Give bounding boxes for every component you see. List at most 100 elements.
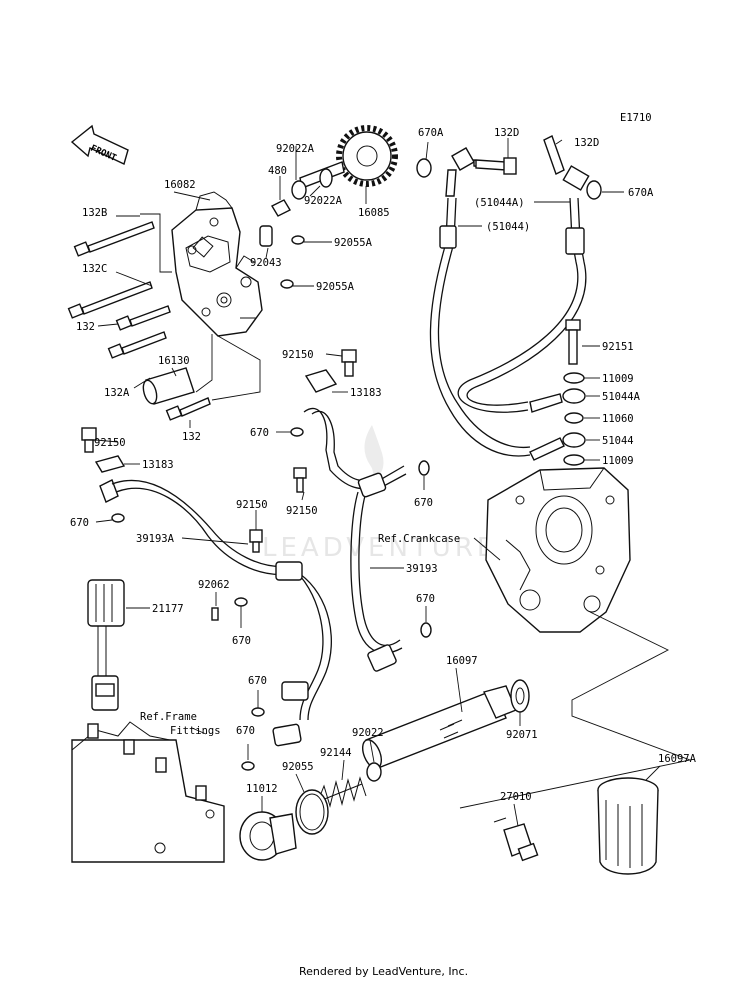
label-39193a: 39193A	[136, 533, 175, 545]
label-13183-top: 13183	[350, 387, 382, 399]
label-132-lower: 132	[182, 431, 201, 443]
oil-pressure-switch-27010	[493, 817, 539, 862]
bolt-132a	[107, 331, 167, 359]
label-92150-mid: 92150	[286, 505, 318, 517]
pipe-end-39193a	[272, 723, 302, 747]
banjo-51044	[529, 432, 586, 461]
footer-credit: Rendered by LeadVenture, Inc.	[299, 965, 468, 978]
plug-11012	[239, 811, 297, 861]
washer-92022	[366, 762, 382, 782]
label-132d-b: 132D	[574, 137, 599, 149]
label-132b: 132B	[82, 207, 107, 219]
label-39193: 39193	[406, 563, 438, 575]
label-670-g: 670	[236, 725, 255, 737]
oil-hose-51044a	[457, 197, 579, 413]
label-16097: 16097	[446, 655, 478, 667]
banjo-51044a	[529, 388, 586, 413]
bolt-92150-top	[341, 349, 357, 377]
clamp-13183-left	[94, 455, 126, 473]
ref-frame-2: Fittings	[170, 725, 221, 737]
washer-11009-2	[563, 454, 585, 466]
o-ring-670-d	[111, 513, 125, 523]
oil-pump-gear	[299, 125, 398, 189]
label-92151: 92151	[602, 341, 634, 353]
bolt-132d-left	[475, 157, 517, 175]
label-11009-1: 11009	[602, 373, 634, 385]
pin-480	[271, 199, 291, 217]
label-670-d: 670	[70, 517, 89, 529]
oil-pipe-39193a	[111, 479, 291, 568]
o-ring-92055a-2	[280, 279, 294, 289]
label-11060: 11060	[602, 413, 634, 425]
diagram-code: E1710	[620, 112, 652, 124]
spring-92144	[319, 776, 367, 808]
o-ring-670-f	[251, 707, 265, 717]
clamp-13183-top	[304, 369, 338, 393]
oil-temp-sensor-21177	[87, 579, 125, 711]
plug-92062	[211, 607, 219, 621]
label-13183-left: 13183	[142, 459, 174, 471]
o-ring-670-a	[290, 427, 304, 437]
label-16085: 16085	[358, 207, 390, 219]
o-ring-670-b	[418, 460, 430, 476]
label-132: 132	[76, 321, 95, 333]
bolt-92150-left	[81, 427, 97, 453]
pipe-end-lower	[367, 644, 397, 672]
label-92144: 92144	[320, 747, 352, 759]
washer-92022a-2	[319, 168, 333, 188]
label-92150-left: 92150	[94, 437, 126, 449]
pipe-joint-lower	[281, 681, 309, 701]
label-670-a: 670	[250, 427, 269, 439]
o-ring-670-c	[420, 622, 432, 638]
oil-pump-body	[171, 191, 263, 337]
ref-crankcase: Ref.Crankcase	[378, 533, 460, 545]
label-27010: 27010	[500, 791, 532, 803]
label-132c: 132C	[82, 263, 107, 275]
label-92022a-1: 92022A	[276, 143, 315, 155]
label-670-b: 670	[414, 497, 433, 509]
crankcase	[485, 467, 631, 633]
label-92150-top: 92150	[282, 349, 314, 361]
oil-hose-51044	[429, 197, 531, 457]
label-51044: 51044	[602, 435, 634, 447]
front-arrow-icon: FRONT	[70, 124, 129, 165]
label-92022a-2: 92022A	[304, 195, 343, 207]
o-ring-670-g	[241, 761, 255, 771]
label-480: 480	[268, 165, 287, 177]
label-670-f: 670	[248, 675, 267, 687]
label-16082: 16082	[164, 179, 196, 191]
o-ring-92055	[295, 789, 329, 835]
label-51044a: 51044A	[602, 391, 641, 403]
pipe-joint-upper	[357, 472, 387, 498]
washer-92022a-1	[291, 180, 307, 200]
hose-clamp-left	[439, 225, 457, 249]
ref-frame-1: Ref.Frame	[140, 711, 197, 723]
oil-seal-92071	[510, 679, 530, 713]
washer-11060	[564, 412, 584, 424]
label-132d-a: 132D	[494, 127, 519, 139]
label-670a-top: 670A	[418, 127, 444, 139]
o-ring-670-e	[234, 597, 248, 607]
label-92071: 92071	[506, 729, 538, 741]
label-51044-paren: (51044)	[486, 221, 530, 233]
frame-fittings	[71, 721, 225, 863]
washer-11009-1	[563, 372, 585, 384]
dowel-92043	[259, 225, 273, 247]
label-21177: 21177	[152, 603, 184, 615]
label-670-e: 670	[232, 635, 251, 647]
pipe-16130	[142, 367, 195, 405]
bolt-132b	[73, 221, 155, 257]
label-92055a-1: 92055A	[334, 237, 373, 249]
bolt-132	[115, 305, 171, 331]
bolt-92150-center	[249, 529, 263, 553]
label-16097a: 16097A	[658, 753, 697, 765]
label-51044a-paren: (51044A)	[474, 197, 525, 209]
banjo-bolt-92151	[565, 319, 581, 365]
label-132a: 132A	[104, 387, 130, 399]
watermark-flame-icon	[364, 425, 384, 483]
o-ring-92055a-1	[291, 235, 305, 245]
label-11009-2: 11009	[602, 455, 634, 467]
pipe-39193a-end	[99, 479, 119, 503]
